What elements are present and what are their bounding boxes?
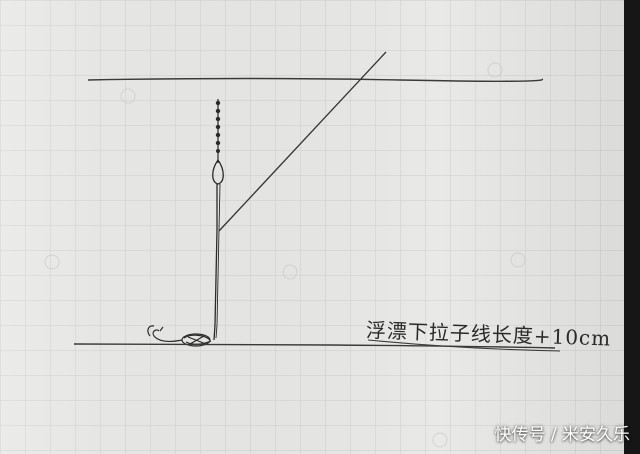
float-main-line-double bbox=[215, 183, 221, 339]
lakebed-line bbox=[73, 343, 556, 349]
fishing-line bbox=[218, 51, 387, 232]
credit-watermark: 快传号 / 米安久乐 bbox=[494, 425, 630, 445]
paper-shading bbox=[0, 0, 626, 454]
float-main-line bbox=[213, 184, 218, 341]
float-body bbox=[212, 158, 224, 185]
desk-edge bbox=[624, 0, 640, 454]
watermark-logos bbox=[44, 62, 526, 448]
note-underline bbox=[367, 339, 561, 352]
water-surface-line bbox=[87, 77, 543, 82]
